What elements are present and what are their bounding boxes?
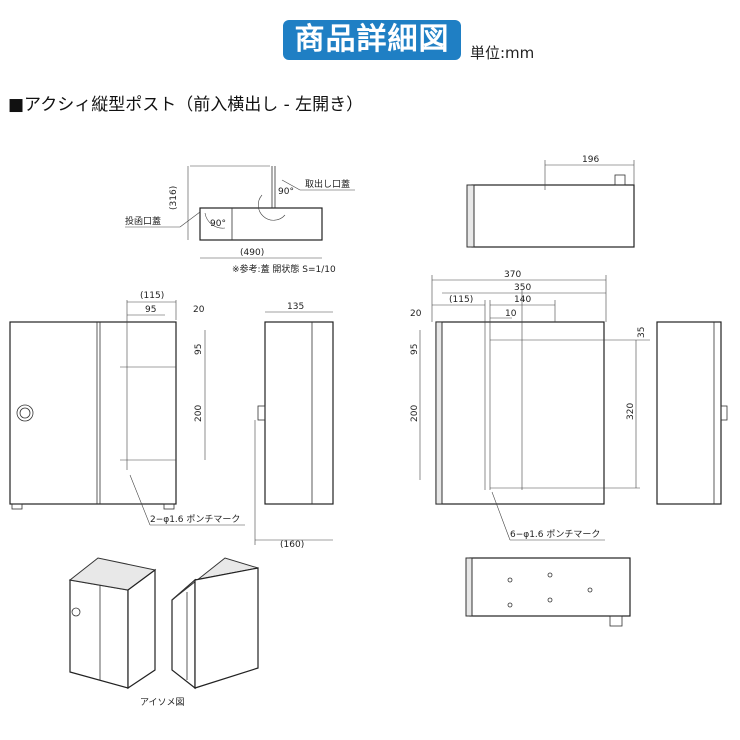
punch-mark-note: 6−φ1.6 ポンチマーク: [510, 529, 600, 540]
dim-10: 10: [505, 309, 517, 319]
front-view: (115) 95 20 95 200 2−φ1.6 ポンチマーク: [9, 291, 245, 526]
dim-316: (316): [169, 186, 179, 210]
dim-v95: 95: [194, 344, 204, 355]
punch-mark-note: 2−φ1.6 ポンチマーク: [150, 514, 240, 525]
label-out-lid: 取出し口蓋: [305, 178, 350, 190]
dim-115: (115): [449, 295, 473, 305]
angle-label: 90°: [210, 219, 226, 229]
dim-v200: 200: [194, 405, 204, 422]
dim-160: (160): [280, 540, 304, 550]
isometric-views: アイソメ図: [68, 557, 259, 708]
dim-v95: 95: [410, 344, 420, 355]
bottom-view: [465, 557, 631, 627]
dim-20: 20: [193, 305, 205, 315]
iso-label: アイソメ図: [140, 697, 185, 708]
product-heading: ■アクシィ縦型ポスト（前入横出し - 左開き）: [8, 95, 364, 115]
dim-490: (490): [240, 248, 264, 258]
dim-320: 320: [626, 403, 636, 420]
dim-350: 350: [514, 283, 531, 293]
dim-95: 95: [145, 305, 156, 315]
dim-v200: 200: [410, 405, 420, 422]
dim-140: 140: [514, 295, 531, 305]
dim-35: 35: [637, 327, 647, 338]
dim-115: (115): [140, 291, 164, 301]
side-view: 135 (160): [254, 302, 334, 550]
right-top-view: 196: [466, 155, 635, 248]
label-in-lid: 投函口蓋: [125, 215, 161, 227]
dim-370: 370: [504, 270, 521, 280]
angle-label: 90°: [278, 187, 294, 197]
top-view-open-lids: (316) (490) 90° 90° 取出し口蓋 投函口蓋 ※参考:蓋 開状態…: [125, 165, 355, 275]
title-badge: 商品詳細図: [283, 20, 461, 60]
dim-135: 135: [287, 302, 304, 312]
right-side-view: [656, 321, 728, 505]
dim-196: 196: [582, 155, 599, 165]
scale-note: ※参考:蓋 開状態 S=1/10: [232, 263, 336, 275]
dim-20: 20: [410, 309, 422, 319]
back-view: 370 350 (115) 140 20 10 95 200 35 320 6−…: [410, 270, 650, 541]
unit-label: 単位:mm: [470, 44, 535, 62]
